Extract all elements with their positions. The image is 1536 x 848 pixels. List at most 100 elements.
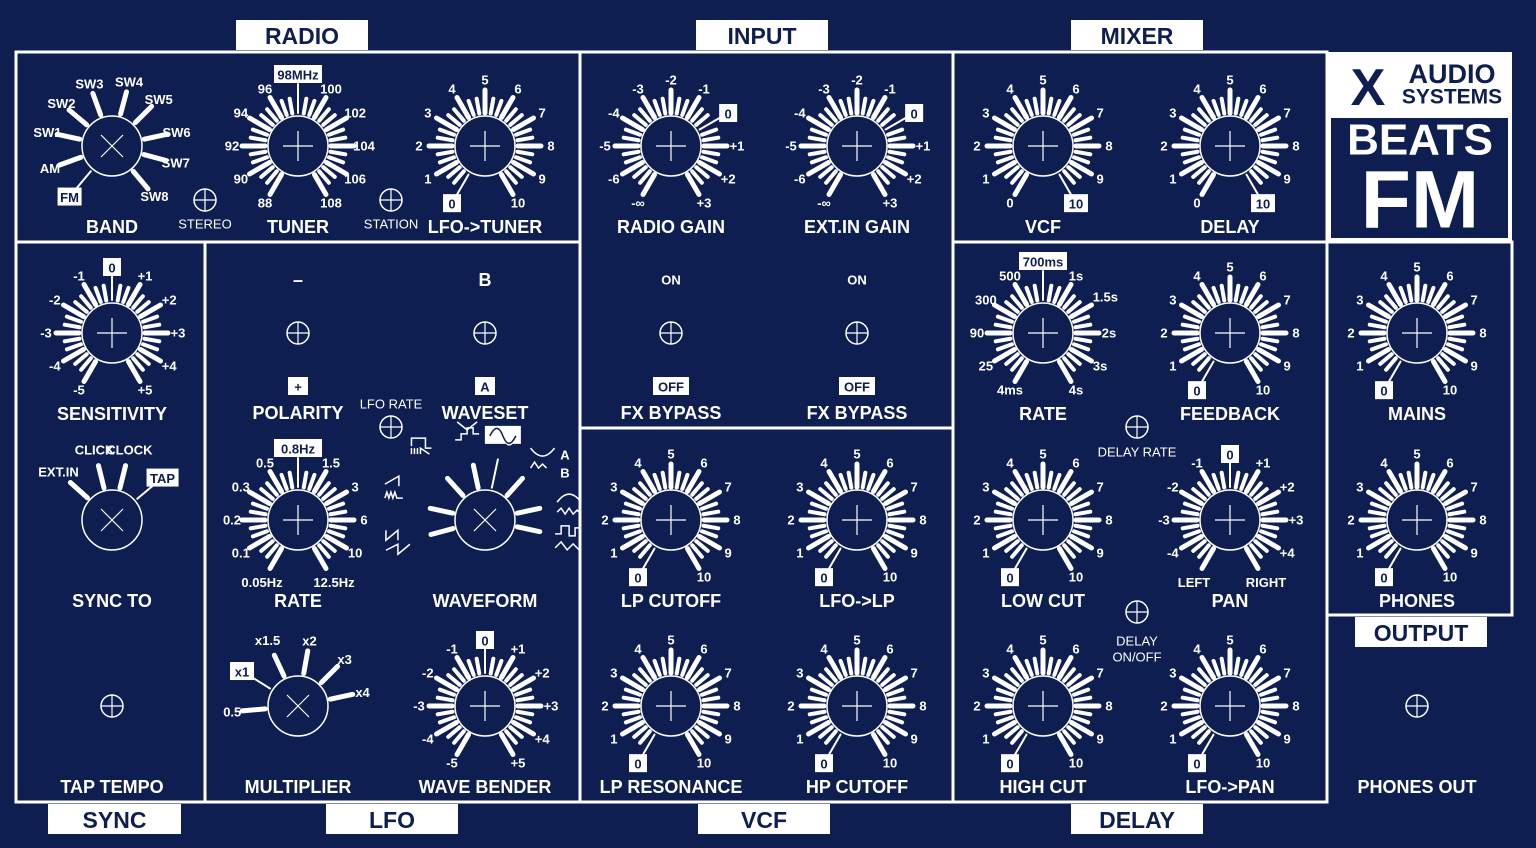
major-tick [138, 347, 163, 364]
minor-tick [1062, 294, 1076, 310]
major-tick [883, 534, 908, 551]
knob-pointer-icon [473, 508, 497, 532]
tick-label: -3 [818, 81, 830, 96]
tick-label: 5 [667, 633, 674, 648]
minor-tick [1010, 294, 1024, 310]
knob-name-label: FEEDBACK [1180, 404, 1280, 424]
tick-label: 6 [1072, 81, 1079, 96]
tick-label: 5 [1039, 447, 1046, 462]
minor-tick [446, 113, 462, 127]
tap-tempo-jack[interactable]: TAP TEMPO [60, 694, 164, 797]
minor-tick [700, 155, 719, 165]
tick-label: SW1 [33, 125, 61, 140]
major-tick [1069, 489, 1094, 506]
section-title-radio: RADIO [265, 23, 339, 49]
switch-name-label: FX BYPASS [621, 403, 722, 423]
selected-value-box [274, 439, 322, 457]
major-tick [1057, 282, 1074, 307]
tick-label: 2 [1347, 326, 1354, 341]
selected-value-box [230, 662, 255, 681]
tick-label: -4 [422, 732, 434, 747]
tick-label: -5 [785, 139, 797, 154]
minor-tick [1253, 113, 1269, 127]
delay-rate-jack[interactable]: DELAY RATE [1098, 415, 1177, 460]
selected-value-box [1064, 194, 1088, 213]
knob-pointer-icon [1215, 318, 1245, 348]
minor-tick [1406, 283, 1414, 303]
major-tick [1256, 489, 1281, 506]
tick-label: 9 [725, 732, 732, 747]
knob-pointer-icon [470, 691, 500, 721]
tick-label: -3 [413, 699, 425, 714]
tick-label: 9 [1097, 172, 1104, 187]
minor-tick [1398, 472, 1408, 491]
tick-label: 1 [1169, 732, 1176, 747]
phones-out-jack[interactable]: PHONES OUT [1357, 694, 1477, 797]
major-tick [511, 720, 536, 737]
tick-label: 3 [982, 106, 989, 121]
minor-tick [317, 107, 331, 123]
section-title-sync: SYNC [83, 807, 147, 833]
minor-tick [1191, 539, 1207, 553]
selected-tick-label: 0 [1380, 384, 1387, 399]
minor-tick [250, 501, 269, 511]
knob-pointer-icon [1215, 131, 1245, 161]
minor-tick [259, 113, 275, 127]
selected-tick-label: 0 [481, 634, 488, 649]
major-tick [992, 347, 1017, 364]
polarity-switch[interactable]: –+POLARITY [252, 270, 343, 423]
minor-tick [652, 472, 662, 491]
switch-name-label: POLARITY [252, 403, 343, 423]
selected-value-box [815, 568, 833, 587]
tick-label: 2 [973, 513, 980, 528]
tick-label: 3 [796, 666, 803, 681]
major-tick [327, 691, 356, 702]
tick-label: 3 [982, 480, 989, 495]
tick-label: -4 [1167, 546, 1179, 561]
minor-tick [876, 481, 890, 497]
tick-label: 7 [911, 666, 918, 681]
tick-label: 8 [1292, 699, 1299, 714]
major-tick [1069, 302, 1094, 319]
station-jack[interactable]: STATION [364, 188, 418, 232]
lfo-rate-jack[interactable]: LFO RATE [360, 397, 423, 439]
minor-tick [886, 155, 905, 165]
minor-tick [250, 155, 269, 165]
stereo-jack[interactable]: STEREO [178, 188, 232, 232]
tick-label: 5 [1226, 73, 1233, 88]
tick-label: 2 [1347, 513, 1354, 528]
minor-tick [141, 342, 160, 352]
minor-tick [1378, 300, 1394, 314]
tick-label: 0.5 [256, 455, 274, 470]
selected-tick-label: 0 [820, 571, 827, 586]
